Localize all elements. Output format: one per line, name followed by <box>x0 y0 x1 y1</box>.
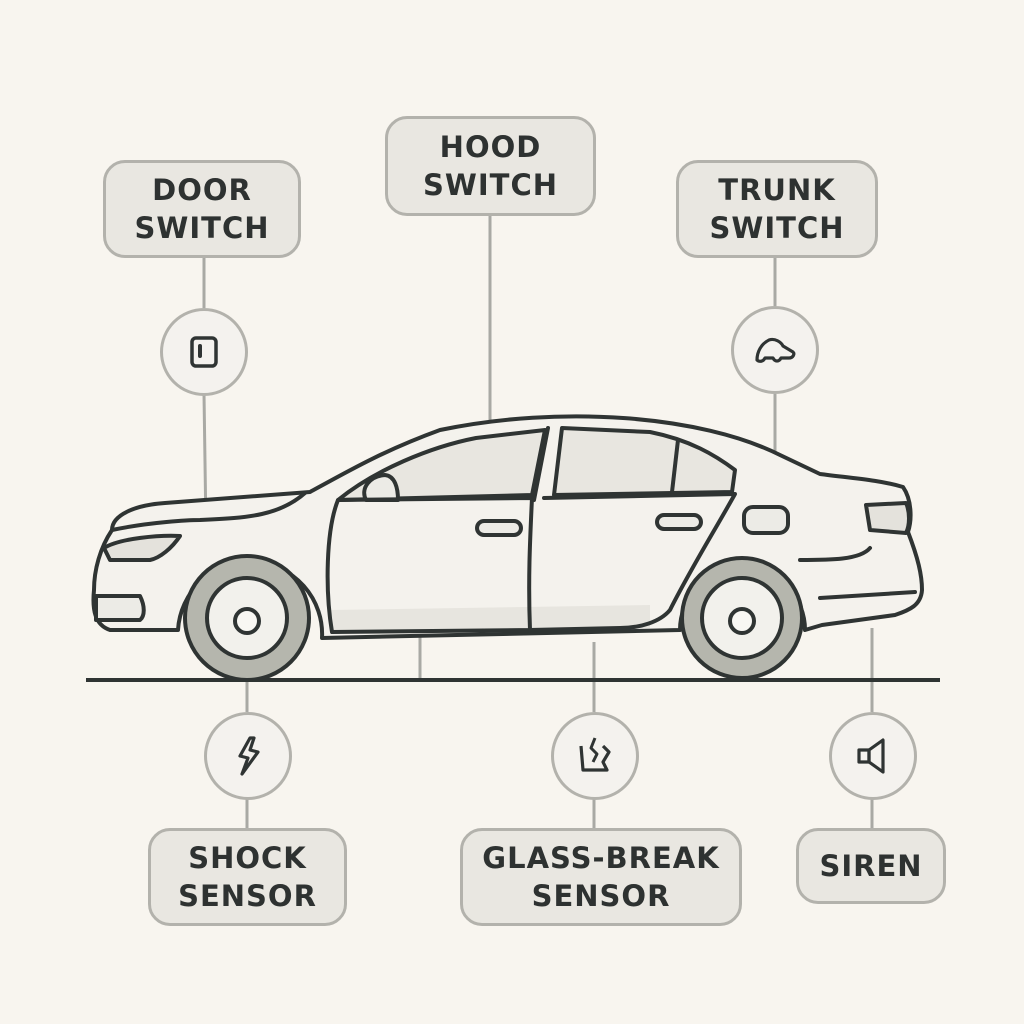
trunk-switch-label: TRUNK SWITCH <box>676 160 878 258</box>
door-switch-text: DOOR SWITCH <box>134 173 270 245</box>
window-rear <box>552 426 737 497</box>
glass-break-sensor-label: GLASS-BREAK SENSOR <box>460 828 742 926</box>
sill-shade <box>330 605 650 632</box>
front-door-handle <box>475 519 523 537</box>
door-switch-label: DOOR SWITCH <box>103 160 301 258</box>
front-bumper-slot <box>94 594 146 622</box>
siren-icon-badge <box>829 712 917 800</box>
glass-break-sensor-text: GLASS-BREAK SENSOR <box>482 841 720 913</box>
hood-line <box>110 491 307 532</box>
fuel-door <box>742 505 790 535</box>
speaker-icon <box>857 738 885 774</box>
window-pillar <box>670 438 680 494</box>
shock-sensor-label: SHOCK SENSOR <box>148 828 347 926</box>
siren-text: SIREN <box>819 849 923 883</box>
front-wheel <box>183 554 311 682</box>
trunk-switch-icon-badge <box>731 306 819 394</box>
headlight <box>102 533 182 562</box>
glass-break-icon-badge <box>551 712 639 800</box>
rear-bumper-line <box>818 590 917 600</box>
lightning-icon <box>238 736 260 776</box>
rear-door-handle <box>655 513 703 531</box>
taillight <box>864 501 911 535</box>
broken-glass-icon <box>579 737 611 772</box>
rear-door <box>528 492 737 632</box>
hood-switch-text: HOOD SWITCH <box>423 130 558 202</box>
shock-sensor-text: SHOCK SENSOR <box>178 841 317 913</box>
b-pillar <box>532 426 550 502</box>
side-mirror <box>362 473 400 502</box>
trunk-switch-text: TRUNK SWITCH <box>709 173 845 245</box>
shock-sensor-icon-badge <box>204 712 292 800</box>
siren-label: SIREN <box>796 828 946 904</box>
door-switch-icon-badge <box>160 308 248 396</box>
hood-switch-label: HOOD SWITCH <box>385 116 596 216</box>
rear-wheel <box>680 556 804 680</box>
rear-trunk-line <box>798 546 872 562</box>
car-outline <box>91 414 924 640</box>
trunk-icon <box>755 337 796 363</box>
door-switch-icon <box>190 336 218 368</box>
